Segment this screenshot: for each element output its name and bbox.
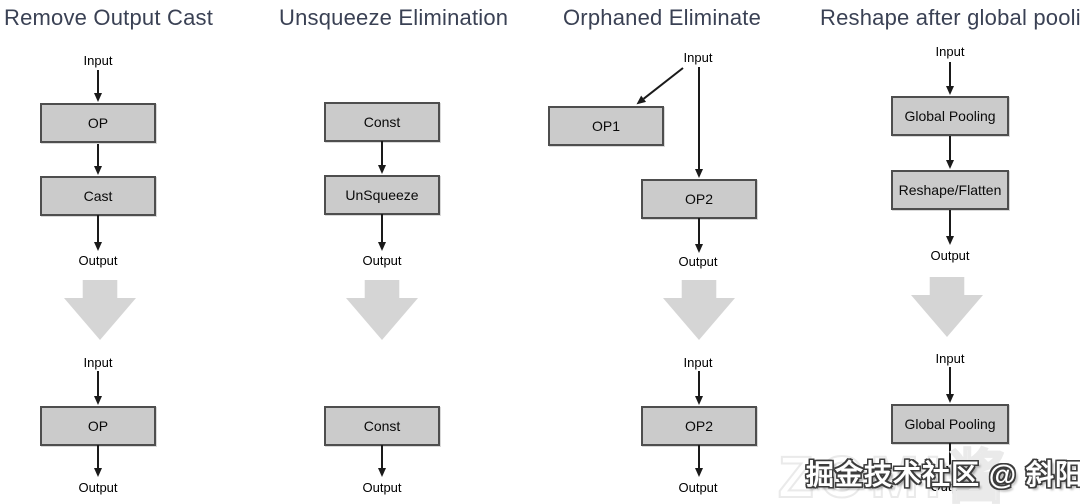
transform-arrow-icon bbox=[64, 280, 136, 340]
down-arrow bbox=[94, 371, 102, 405]
input-label: Input bbox=[935, 351, 965, 366]
node-label: Reshape/Flatten bbox=[898, 182, 1002, 198]
node-label: OP2 bbox=[684, 191, 713, 207]
branch-arrow bbox=[642, 67, 684, 100]
down-arrow bbox=[946, 443, 954, 475]
output-label: Output bbox=[930, 248, 970, 263]
transform-arrow-icon bbox=[911, 277, 983, 337]
down-arrow bbox=[94, 445, 102, 477]
down-arrow bbox=[946, 136, 954, 169]
column-title-orphaned-eliminate: Orphaned Eliminate bbox=[563, 5, 762, 30]
down-arrow bbox=[94, 215, 102, 251]
down-arrow bbox=[695, 218, 703, 253]
flow-node-reshape-flatten: Reshape/Flatten bbox=[891, 170, 1009, 210]
output-label: Output bbox=[930, 479, 970, 494]
flow-node-op2: OP2 bbox=[641, 179, 757, 219]
down-arrow bbox=[946, 62, 954, 95]
down-arrow bbox=[946, 210, 954, 245]
flow-node-op2: OP2 bbox=[641, 406, 757, 446]
node-label: OP bbox=[87, 418, 109, 434]
node-label: Global Pooling bbox=[904, 108, 996, 124]
flow-node-const: Const bbox=[324, 102, 440, 142]
flow-node-global-pooling: Global Pooling bbox=[891, 96, 1009, 136]
node-label: Global Pooling bbox=[904, 416, 996, 432]
transform-arrow-icon bbox=[346, 280, 418, 340]
flow-node-unsqueeze: UnSqueeze bbox=[324, 175, 440, 215]
input-label: Input bbox=[935, 44, 965, 59]
flow-node-cast: Cast bbox=[40, 176, 156, 216]
node-label: OP2 bbox=[684, 418, 713, 434]
down-arrow bbox=[378, 445, 386, 477]
node-label: Const bbox=[363, 418, 401, 434]
down-arrow bbox=[378, 141, 386, 174]
transform-arrow-icon bbox=[663, 280, 735, 340]
down-arrow bbox=[378, 214, 386, 251]
node-label: OP1 bbox=[591, 118, 620, 134]
down-arrow bbox=[94, 70, 102, 102]
column-title-reshape-after-global-pooling: Reshape after global pooling bbox=[820, 5, 1080, 30]
input-label: Input bbox=[83, 53, 113, 68]
down-arrow bbox=[695, 67, 703, 178]
down-arrow bbox=[94, 144, 102, 175]
output-label: Output bbox=[362, 253, 402, 268]
output-label: Output bbox=[362, 480, 402, 495]
flow-node-global-pooling: Global Pooling bbox=[891, 404, 1009, 444]
output-label: Output bbox=[78, 253, 118, 268]
watermark: 掘金技术社区 @ 斜阳1 bbox=[806, 459, 1080, 490]
input-label: Input bbox=[83, 355, 113, 370]
node-label: Cast bbox=[83, 188, 113, 204]
output-label: Output bbox=[78, 480, 118, 495]
flow-node-const: Const bbox=[324, 406, 440, 446]
down-arrow bbox=[695, 445, 703, 477]
input-label: Input bbox=[683, 355, 713, 370]
down-arrow bbox=[946, 367, 954, 403]
output-label: Output bbox=[678, 480, 718, 495]
flow-node-op: OP bbox=[40, 406, 156, 446]
background-logo-watermark: ZOMI酱 bbox=[777, 444, 1011, 504]
node-label: OP bbox=[87, 115, 109, 131]
flow-node-op1: OP1 bbox=[548, 106, 664, 146]
output-label: Output bbox=[678, 254, 718, 269]
column-title-remove-output-cast: Remove Output Cast bbox=[4, 5, 214, 30]
node-label: Const bbox=[363, 114, 401, 130]
flow-node-op: OP bbox=[40, 103, 156, 143]
input-label: Input bbox=[683, 50, 713, 65]
node-label: UnSqueeze bbox=[345, 187, 419, 203]
column-title-unsqueeze-elimination: Unsqueeze Elimination bbox=[279, 5, 509, 30]
down-arrow bbox=[695, 371, 703, 405]
